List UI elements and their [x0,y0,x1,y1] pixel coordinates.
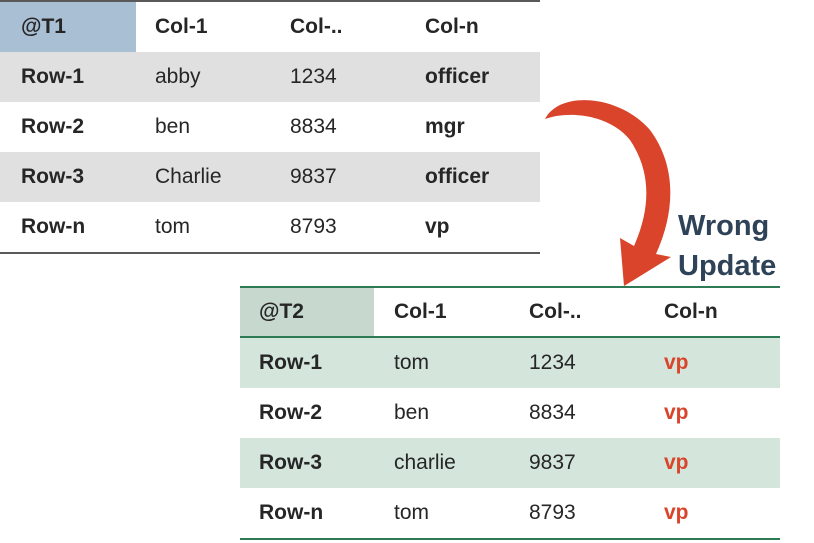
table-cell: ben [394,401,430,424]
table-cell: 8834 [290,115,337,138]
table-row: Row-3 charlie 9837 vp [240,438,780,488]
updated-cell: vp [664,401,689,424]
table-cell: 8834 [529,401,576,424]
column-header: Col-1 [394,300,447,323]
table-cell: officer [425,165,490,188]
updated-cell: vp [664,451,689,474]
table-row: Row-n tom 8793 vp [240,488,780,540]
row-label: Row-3 [21,165,84,188]
table-row: Row-2 ben 8834 vp [240,388,780,438]
annotation-line: Wrong [678,210,770,242]
row-label: Row-1 [259,351,322,374]
table-cell: 9837 [529,451,576,474]
column-header: Col-n [425,15,479,38]
column-header: Col-.. [290,15,343,38]
table-name-label: @T2 [259,300,304,323]
updated-cell: vp [664,501,689,524]
table-cell: 1234 [529,351,576,374]
column-header: Col-1 [155,15,208,38]
table-t1: @T1 Col-1 Col-.. Col-n Row-1 abby 1234 o… [0,0,540,254]
table-cell: 8793 [290,215,337,238]
arrow-body [545,100,671,286]
column-header: Col-.. [529,300,582,323]
table-cell: Charlie [155,165,222,188]
table-row: Row-1 abby 1234 officer [0,52,540,102]
table-cell: charlie [394,451,456,474]
wrong-update-annotation: Wrong Update [678,206,776,286]
table-cell: tom [394,501,430,524]
row-label: Row-n [259,501,324,524]
table-row: Row-2 ben 8834 mgr [0,102,540,152]
table-cell: mgr [425,115,465,138]
table-cell: vp [425,215,450,238]
table-row: Row-n tom 8793 vp [0,202,540,254]
table-cell: tom [155,215,191,238]
annotation-line: Update [678,250,777,282]
row-label: Row-3 [259,451,322,474]
row-label: Row-n [21,215,86,238]
table-row: Row-3 Charlie 9837 officer [0,152,540,202]
row-label: Row-2 [259,401,322,424]
table-cell: officer [425,65,490,88]
row-label: Row-2 [21,115,84,138]
table-cell: 9837 [290,165,337,188]
table-cell: tom [394,351,430,374]
table-header-row: @T1 Col-1 Col-.. Col-n [0,0,540,52]
table-cell: abby [155,65,201,88]
table-t2: @T2 Col-1 Col-.. Col-n Row-1 tom 1234 vp… [240,286,780,540]
table-name-label: @T1 [21,15,66,38]
updated-cell: vp [664,351,689,374]
column-header: Col-n [664,300,718,323]
table-corner-cell [0,2,136,52]
table-cell: 1234 [290,65,337,88]
row-label: Row-1 [21,65,84,88]
table-cell: ben [155,115,191,138]
table-cell: 8793 [529,501,576,524]
table-row: Row-1 tom 1234 vp [240,338,780,388]
table-header-row: @T2 Col-1 Col-.. Col-n [240,286,780,338]
table-corner-cell [240,288,374,336]
